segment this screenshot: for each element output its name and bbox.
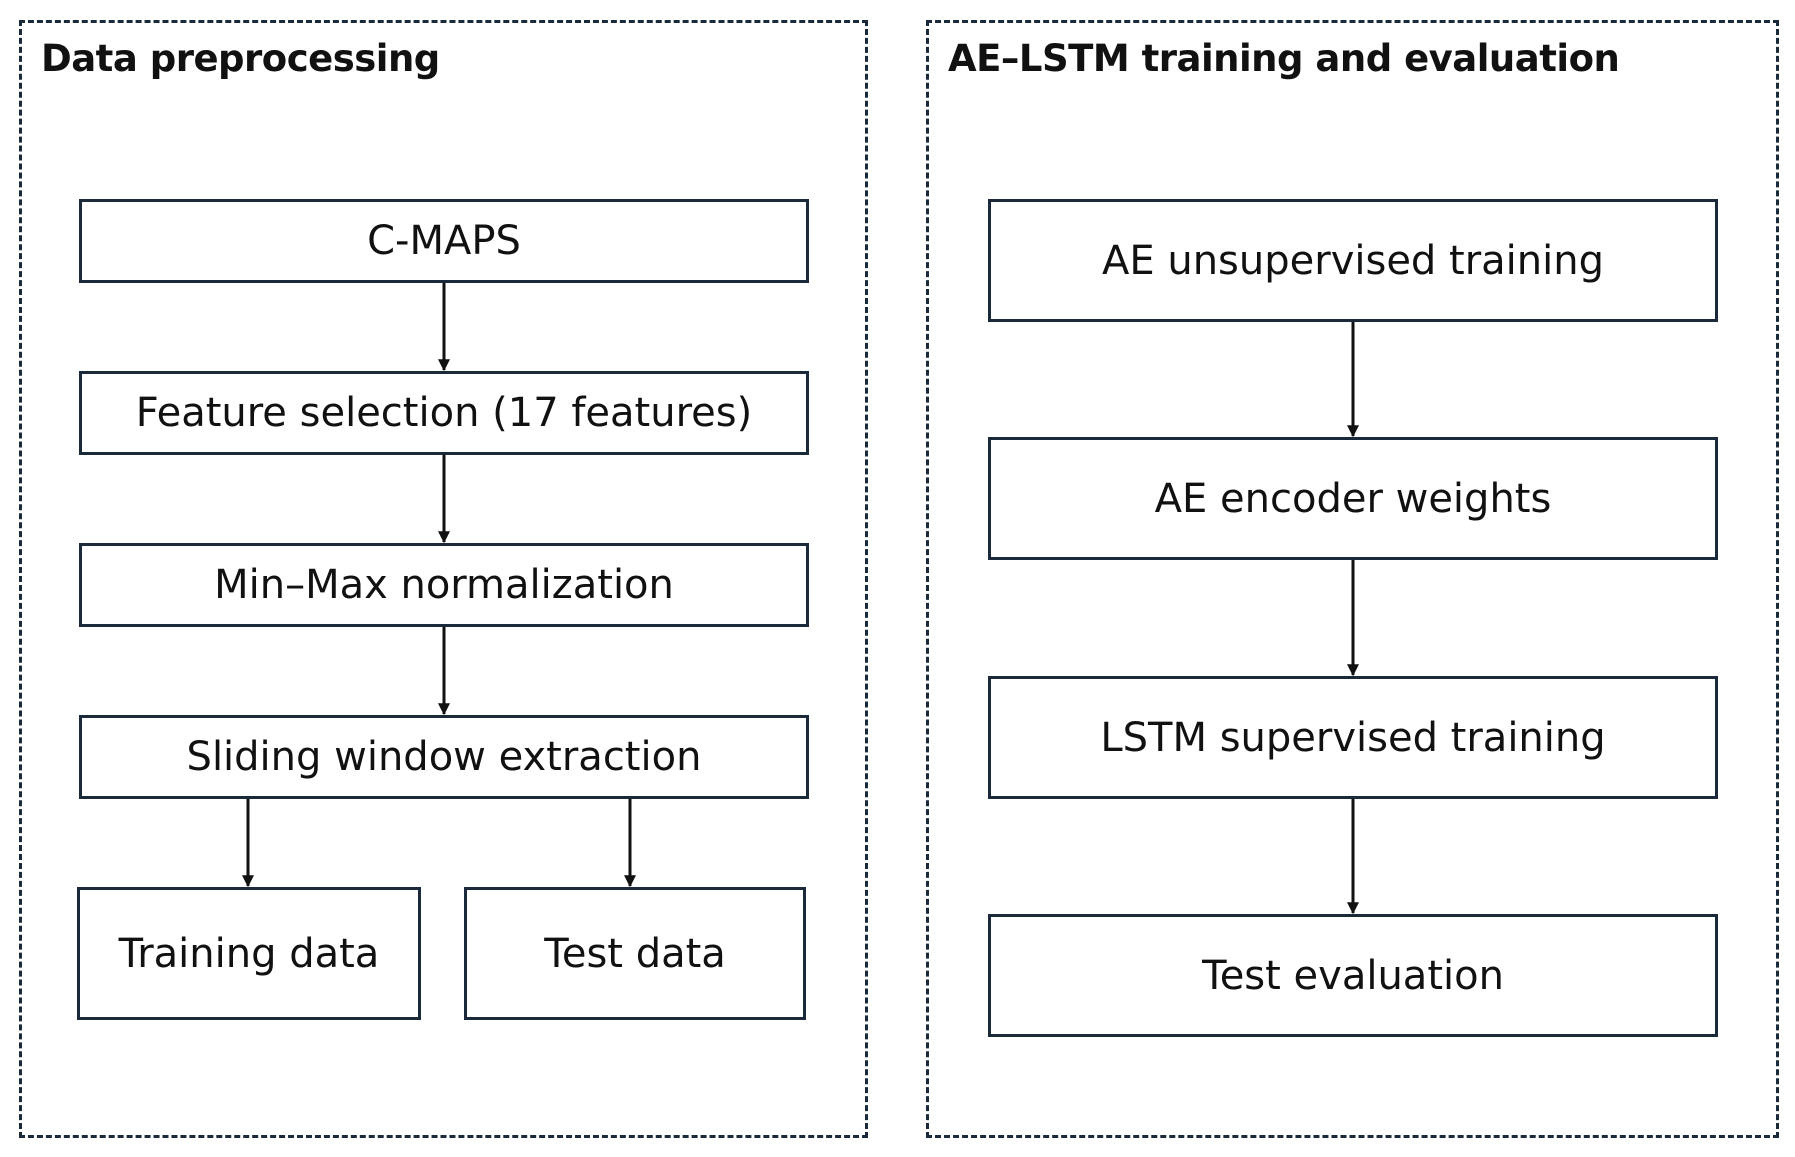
output-box-training-data: Training data — [77, 887, 421, 1020]
training-evaluation-panel: AE–LSTM training and evaluation — [926, 20, 1779, 1138]
step-box-lstm-supervised-training: LSTM supervised training — [988, 676, 1718, 799]
step-box-normalization: Min–Max normalization — [79, 543, 809, 627]
step-box-c-maps: C-MAPS — [79, 199, 809, 283]
panel-title-training-evaluation: AE–LSTM training and evaluation — [948, 37, 1620, 80]
step-box-ae-unsupervised-training: AE unsupervised training — [988, 199, 1718, 322]
step-box-feature-selection: Feature selection (17 features) — [79, 371, 809, 455]
data-preprocessing-panel: Data preprocessing — [19, 20, 868, 1138]
panel-title-data-preprocessing: Data preprocessing — [41, 37, 440, 80]
output-box-test-data: Test data — [464, 887, 806, 1020]
step-box-ae-encoder-weights: AE encoder weights — [988, 437, 1718, 560]
step-box-test-evaluation: Test evaluation — [988, 914, 1718, 1037]
step-box-sliding-window: Sliding window extraction — [79, 715, 809, 799]
